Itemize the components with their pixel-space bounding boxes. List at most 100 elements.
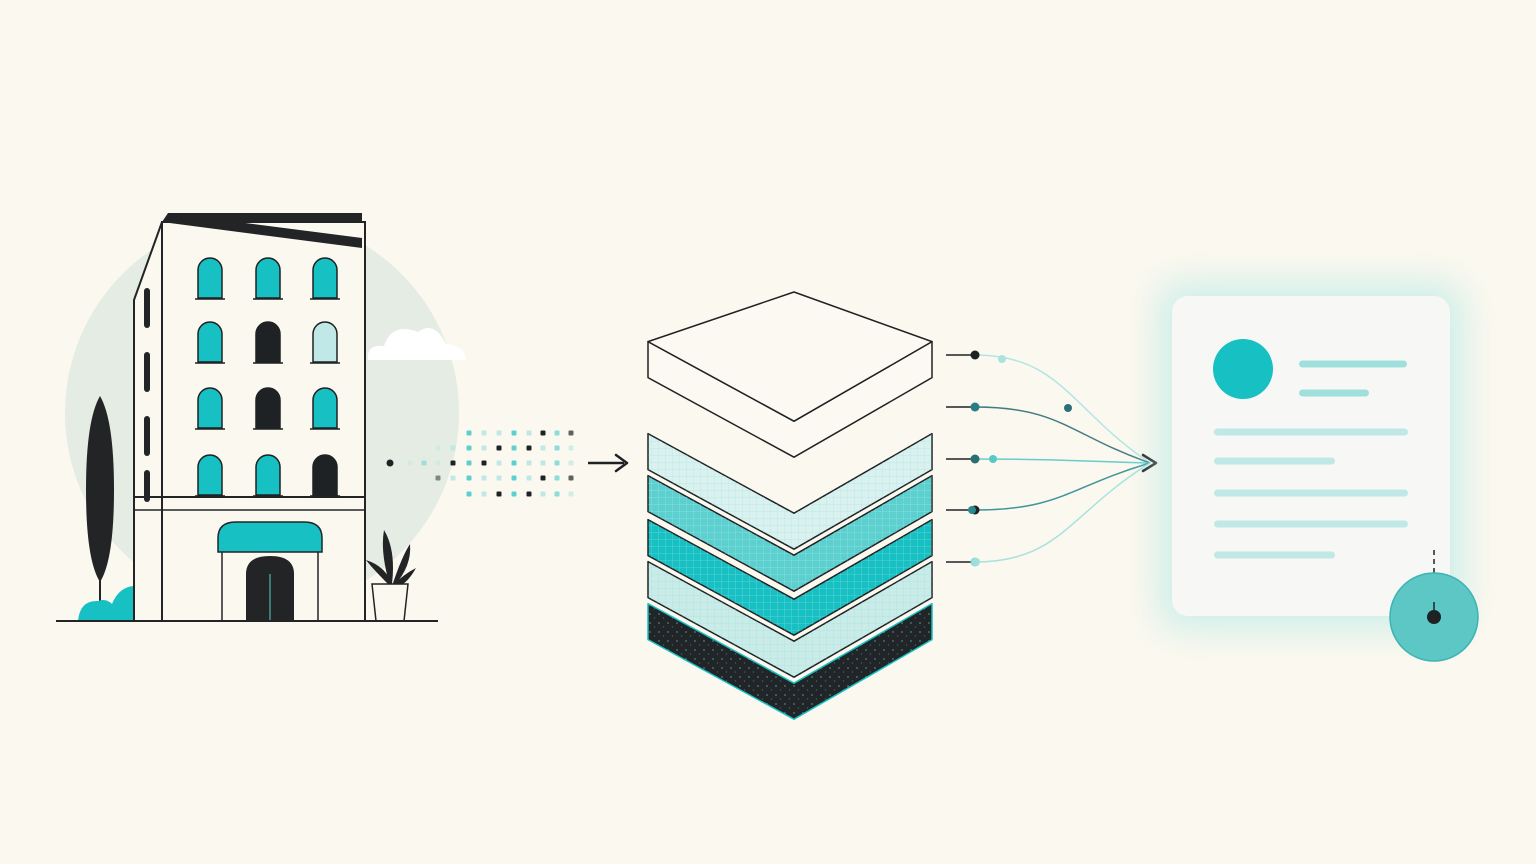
potted-plant-icon bbox=[366, 530, 416, 622]
stream-dot bbox=[450, 475, 456, 481]
stream-dot bbox=[407, 460, 413, 466]
stream-dot bbox=[554, 460, 560, 466]
cloud-icon bbox=[367, 328, 466, 360]
connector-node bbox=[1064, 404, 1072, 412]
stream-dot bbox=[496, 475, 502, 481]
stream-dot bbox=[466, 460, 472, 466]
stream-dot bbox=[435, 475, 441, 481]
text-line bbox=[1214, 428, 1408, 436]
stream-dot bbox=[554, 430, 560, 436]
target-pin-icon bbox=[1389, 550, 1479, 662]
stack-layer bbox=[647, 291, 933, 458]
stream-dot bbox=[450, 445, 456, 451]
stream-dot bbox=[568, 430, 574, 436]
data-dot-stream bbox=[386, 430, 574, 497]
window bbox=[255, 454, 281, 496]
connector bbox=[946, 402, 1151, 464]
stream-dot bbox=[554, 475, 560, 481]
connector-node bbox=[998, 355, 1006, 363]
window bbox=[312, 387, 338, 429]
connector bbox=[946, 462, 1151, 515]
entrance bbox=[217, 521, 323, 621]
stream-dot bbox=[450, 460, 456, 466]
stream-dot bbox=[526, 460, 532, 466]
stream-dot bbox=[540, 491, 546, 497]
stream-dot bbox=[386, 459, 394, 467]
stream-dot bbox=[568, 475, 574, 481]
stack-layer bbox=[647, 518, 933, 636]
connector bbox=[946, 350, 1151, 464]
window-grid bbox=[195, 257, 340, 497]
stream-arrow-icon bbox=[588, 453, 629, 473]
stream-dot bbox=[568, 460, 574, 466]
stream-dot bbox=[526, 445, 532, 451]
tree-icon bbox=[86, 396, 114, 620]
stream-dot bbox=[568, 491, 574, 497]
stream-dot bbox=[435, 460, 441, 466]
text-line bbox=[1214, 551, 1335, 559]
avatar bbox=[1213, 339, 1273, 399]
stream-dot bbox=[496, 460, 502, 466]
connector-node bbox=[989, 455, 997, 463]
stream-dot bbox=[481, 460, 487, 466]
stream-dot bbox=[526, 491, 532, 497]
building-illustration bbox=[56, 213, 466, 622]
window bbox=[312, 257, 338, 299]
connector-node bbox=[968, 506, 976, 514]
stream-dot bbox=[511, 475, 517, 481]
text-line bbox=[1214, 489, 1408, 497]
stream-dot bbox=[466, 475, 472, 481]
window bbox=[197, 257, 223, 299]
stream-dot bbox=[511, 430, 517, 436]
stream-dot bbox=[421, 460, 427, 466]
merge-arrow-icon bbox=[1141, 453, 1158, 473]
stream-dot bbox=[481, 445, 487, 451]
window bbox=[255, 321, 281, 363]
stack-layer bbox=[647, 432, 933, 550]
layer-stack bbox=[647, 291, 933, 720]
stream-dot bbox=[554, 491, 560, 497]
stack-layer bbox=[647, 474, 933, 592]
window bbox=[197, 454, 223, 496]
stream-dot bbox=[540, 460, 546, 466]
window bbox=[255, 257, 281, 299]
connector-node bbox=[970, 402, 980, 412]
window bbox=[197, 321, 223, 363]
text-line bbox=[1299, 360, 1407, 368]
stream-dot bbox=[481, 491, 487, 497]
document-lines bbox=[1214, 360, 1408, 559]
stream-dot bbox=[554, 445, 560, 451]
stream-dot bbox=[511, 445, 517, 451]
connector-node bbox=[970, 454, 980, 464]
stream-dot bbox=[466, 445, 472, 451]
stream-dot bbox=[511, 491, 517, 497]
stream-dot bbox=[466, 430, 472, 436]
text-line bbox=[1299, 389, 1369, 397]
stream-dot bbox=[540, 475, 546, 481]
stream-dot bbox=[466, 491, 472, 497]
connector bbox=[946, 454, 1151, 464]
connector-node bbox=[972, 558, 980, 566]
side-windows bbox=[144, 288, 150, 502]
connector-lines bbox=[946, 350, 1151, 567]
stream-dot bbox=[568, 445, 574, 451]
stream-dot bbox=[496, 491, 502, 497]
stack-layer bbox=[647, 602, 933, 720]
connector bbox=[946, 462, 1151, 567]
window bbox=[197, 387, 223, 429]
window bbox=[312, 321, 338, 363]
window bbox=[312, 454, 338, 496]
connector-node bbox=[970, 350, 980, 360]
stream-dot bbox=[496, 430, 502, 436]
stream-dot bbox=[526, 475, 532, 481]
stream-dot bbox=[481, 430, 487, 436]
stream-dot bbox=[435, 445, 441, 451]
stack-layer bbox=[647, 560, 933, 678]
stream-dot bbox=[540, 430, 546, 436]
stream-dot bbox=[481, 475, 487, 481]
stream-dot bbox=[511, 460, 517, 466]
text-line bbox=[1214, 520, 1408, 528]
stream-dot bbox=[540, 445, 546, 451]
